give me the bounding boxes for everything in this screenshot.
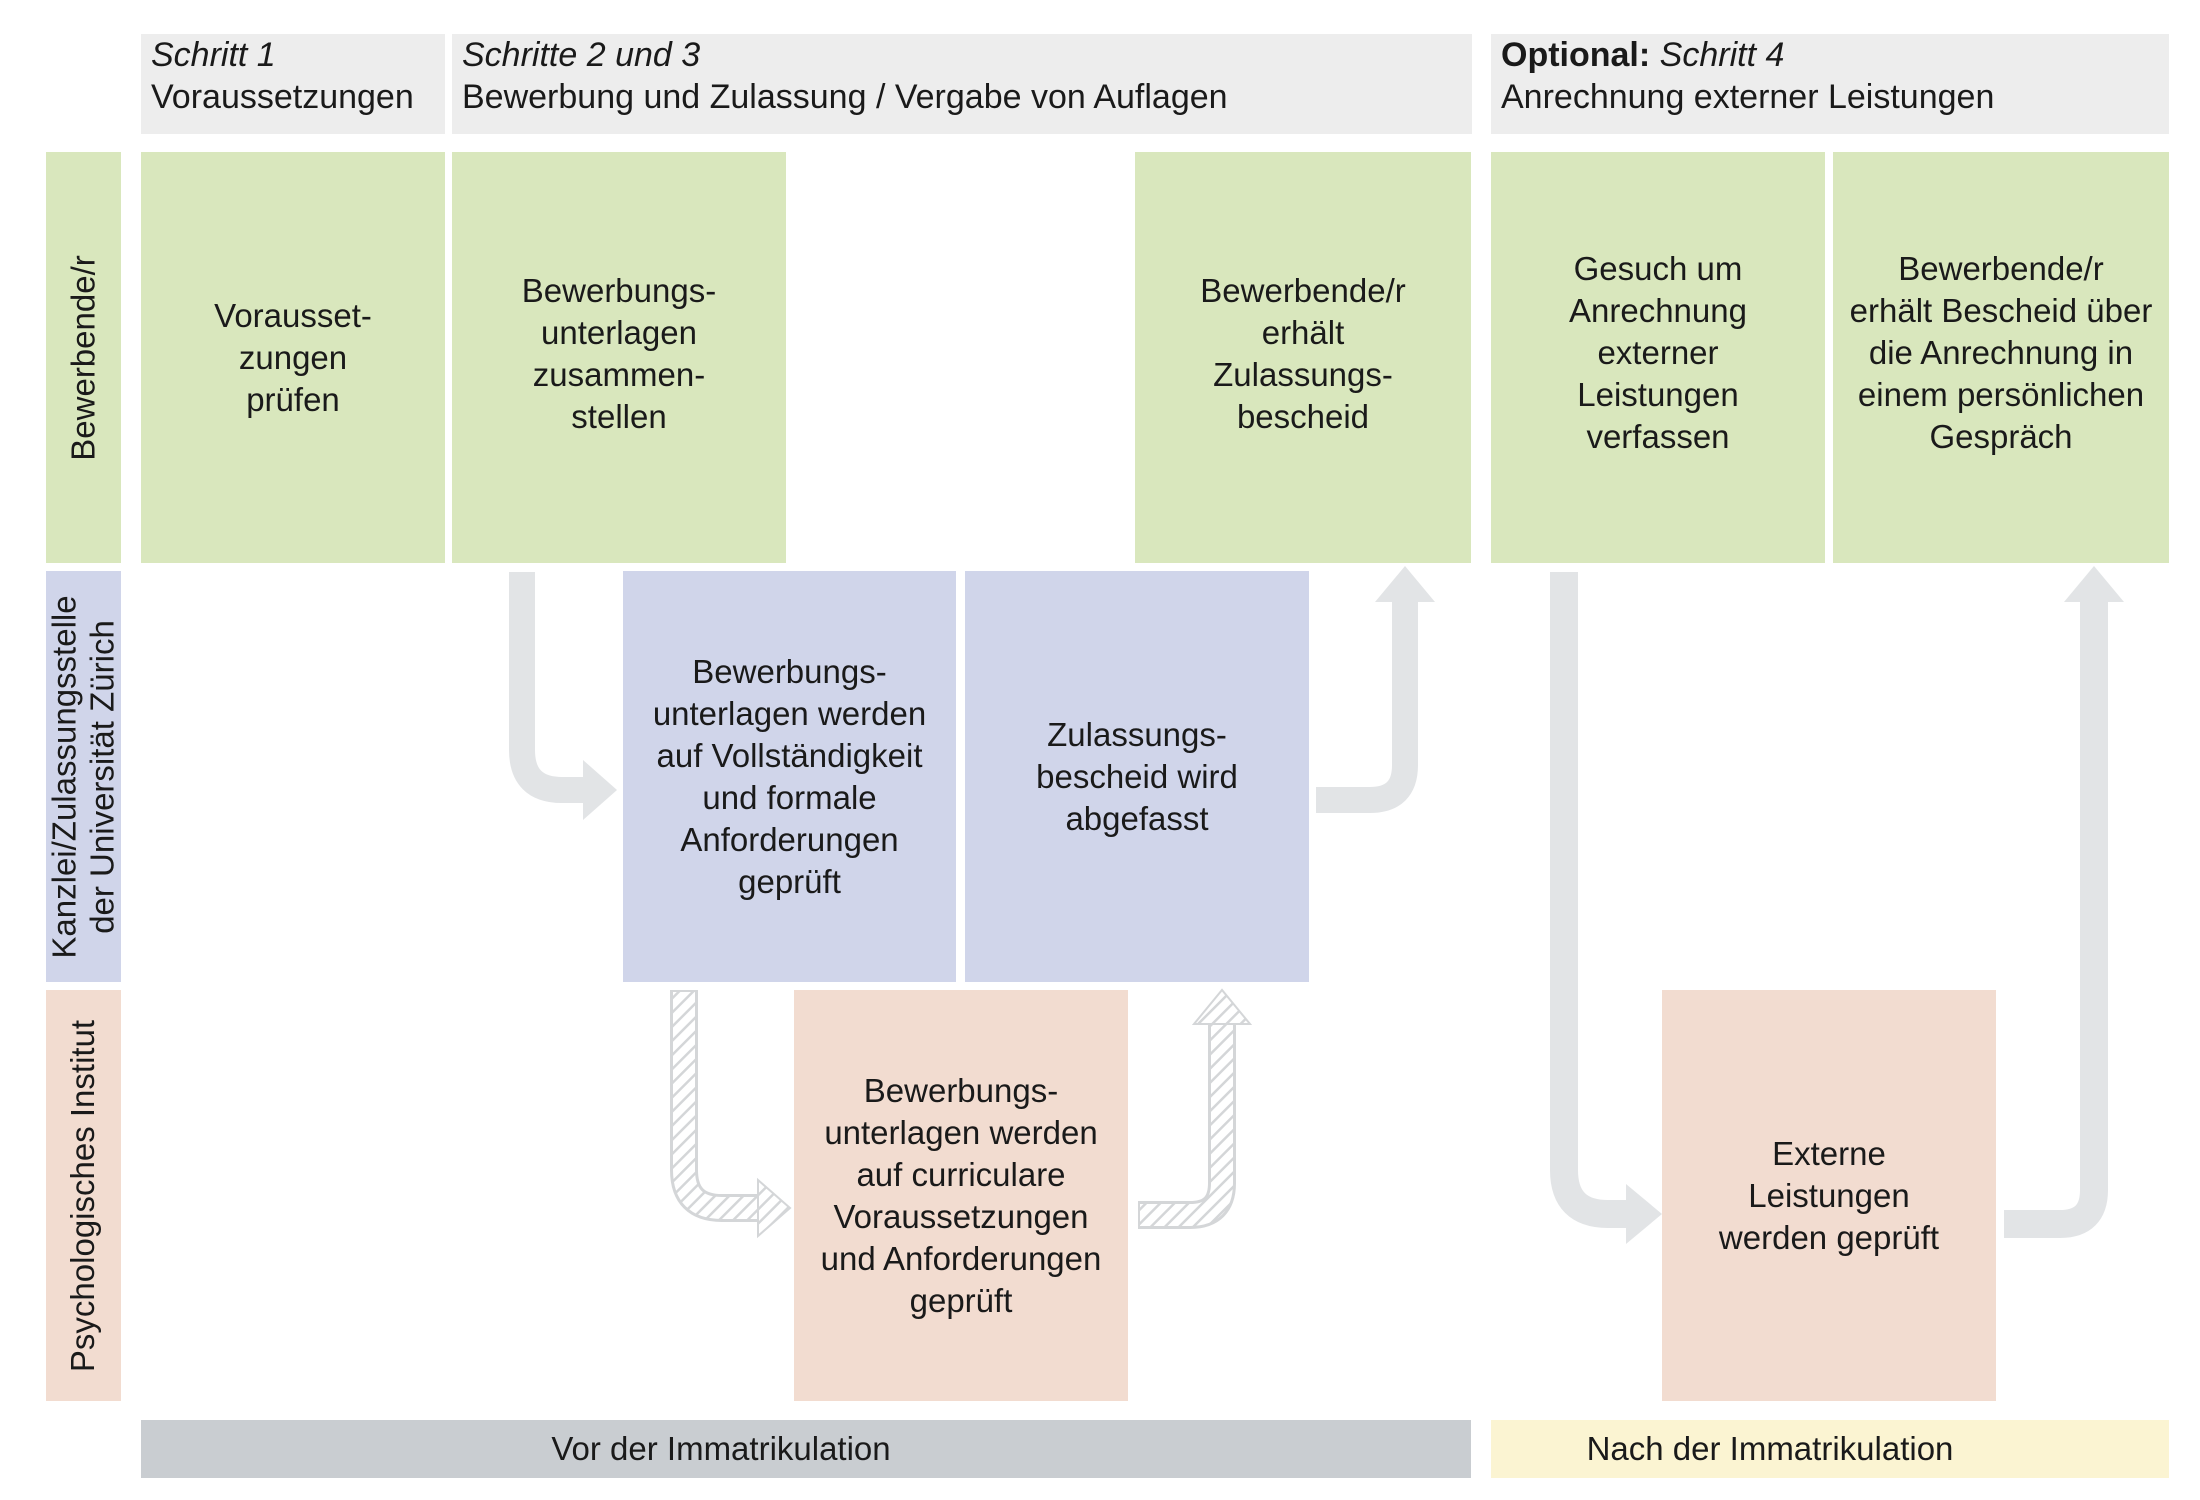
arrow-institute-to-written-head bbox=[1191, 988, 1253, 1025]
box-check-requirements: Vorausset- zungen prüfen bbox=[141, 152, 445, 563]
arrow-office-to-institute bbox=[670, 990, 760, 1222]
box-compile-documents: Bewerbungs- unterlagen zusammen- stellen bbox=[452, 152, 786, 563]
header-steps-2-3-text: Bewerbung und Zulassung / Vergabe von Au… bbox=[462, 78, 1228, 116]
phase-after-enrollment: Nach der Immatrikulation bbox=[1491, 1420, 2169, 1478]
box-institute-check: Bewerbungs- unterlagen werden auf curric… bbox=[794, 990, 1128, 1401]
header-step-4-italic: Schritt 4 bbox=[1659, 36, 1785, 74]
arrow-office-to-institute-head bbox=[757, 1177, 792, 1239]
header-step-4: Optional: Schritt 4 Anrechnung externer … bbox=[1491, 34, 2169, 134]
box-write-request: Gesuch um Anrechnung externer Leistungen… bbox=[1491, 152, 1825, 563]
lane-institute: Psychologisches Institut bbox=[46, 990, 121, 1401]
header-step-4-optional: Optional: bbox=[1501, 36, 1651, 74]
phase-after-label: Nach der Immatrikulation bbox=[1586, 1430, 1954, 1467]
arrow-external-to-decision-head bbox=[2064, 566, 2124, 602]
box-admission-written: Zulassungs- bescheid wird abgefasst bbox=[965, 571, 1309, 982]
header-step-1-italic: Schritt 1 bbox=[151, 36, 276, 74]
arrow-compile-to-office-head bbox=[583, 760, 617, 820]
arrow-compile-to-office bbox=[509, 572, 585, 803]
header-step-4-text: Anrechnung externer Leistungen bbox=[1501, 78, 1995, 116]
header-step-1: Schritt 1 Voraussetzungen bbox=[141, 34, 445, 134]
arrow-institute-to-written bbox=[1138, 1022, 1236, 1229]
arrow-external-to-decision bbox=[2004, 602, 2108, 1238]
box-office-check: Bewerbungs- unterlagen werden auf Vollst… bbox=[623, 571, 956, 982]
header-steps-2-3-italic: Schritte 2 und 3 bbox=[462, 36, 701, 74]
arrow-written-to-receive bbox=[1316, 600, 1418, 813]
header-steps-2-3: Schritte 2 und 3 Bewerbung und Zulassung… bbox=[452, 34, 1472, 134]
arrow-request-to-external-head bbox=[1626, 1184, 1662, 1244]
box-receive-admission: Bewerbende/r erhält Zulassungs- bescheid bbox=[1135, 152, 1471, 563]
phase-before-enrollment: Vor der Immatrikulation bbox=[141, 1420, 1471, 1478]
header-step-1-text: Voraussetzungen bbox=[151, 78, 414, 116]
arrow-written-to-receive-head bbox=[1375, 566, 1435, 602]
lane-applicant: Bewerbende/r bbox=[46, 152, 121, 563]
phase-before-label: Vor der Immatrikulation bbox=[551, 1430, 891, 1467]
box-receive-decision: Bewerbende/r erhält Bescheid über die An… bbox=[1833, 152, 2169, 563]
arrow-request-to-external bbox=[1550, 572, 1628, 1228]
lane-office: Kanzlei/Zulassungsstelle der Universität… bbox=[46, 571, 121, 982]
box-external-check: Externe Leistungen werden geprüft bbox=[1662, 990, 1996, 1401]
